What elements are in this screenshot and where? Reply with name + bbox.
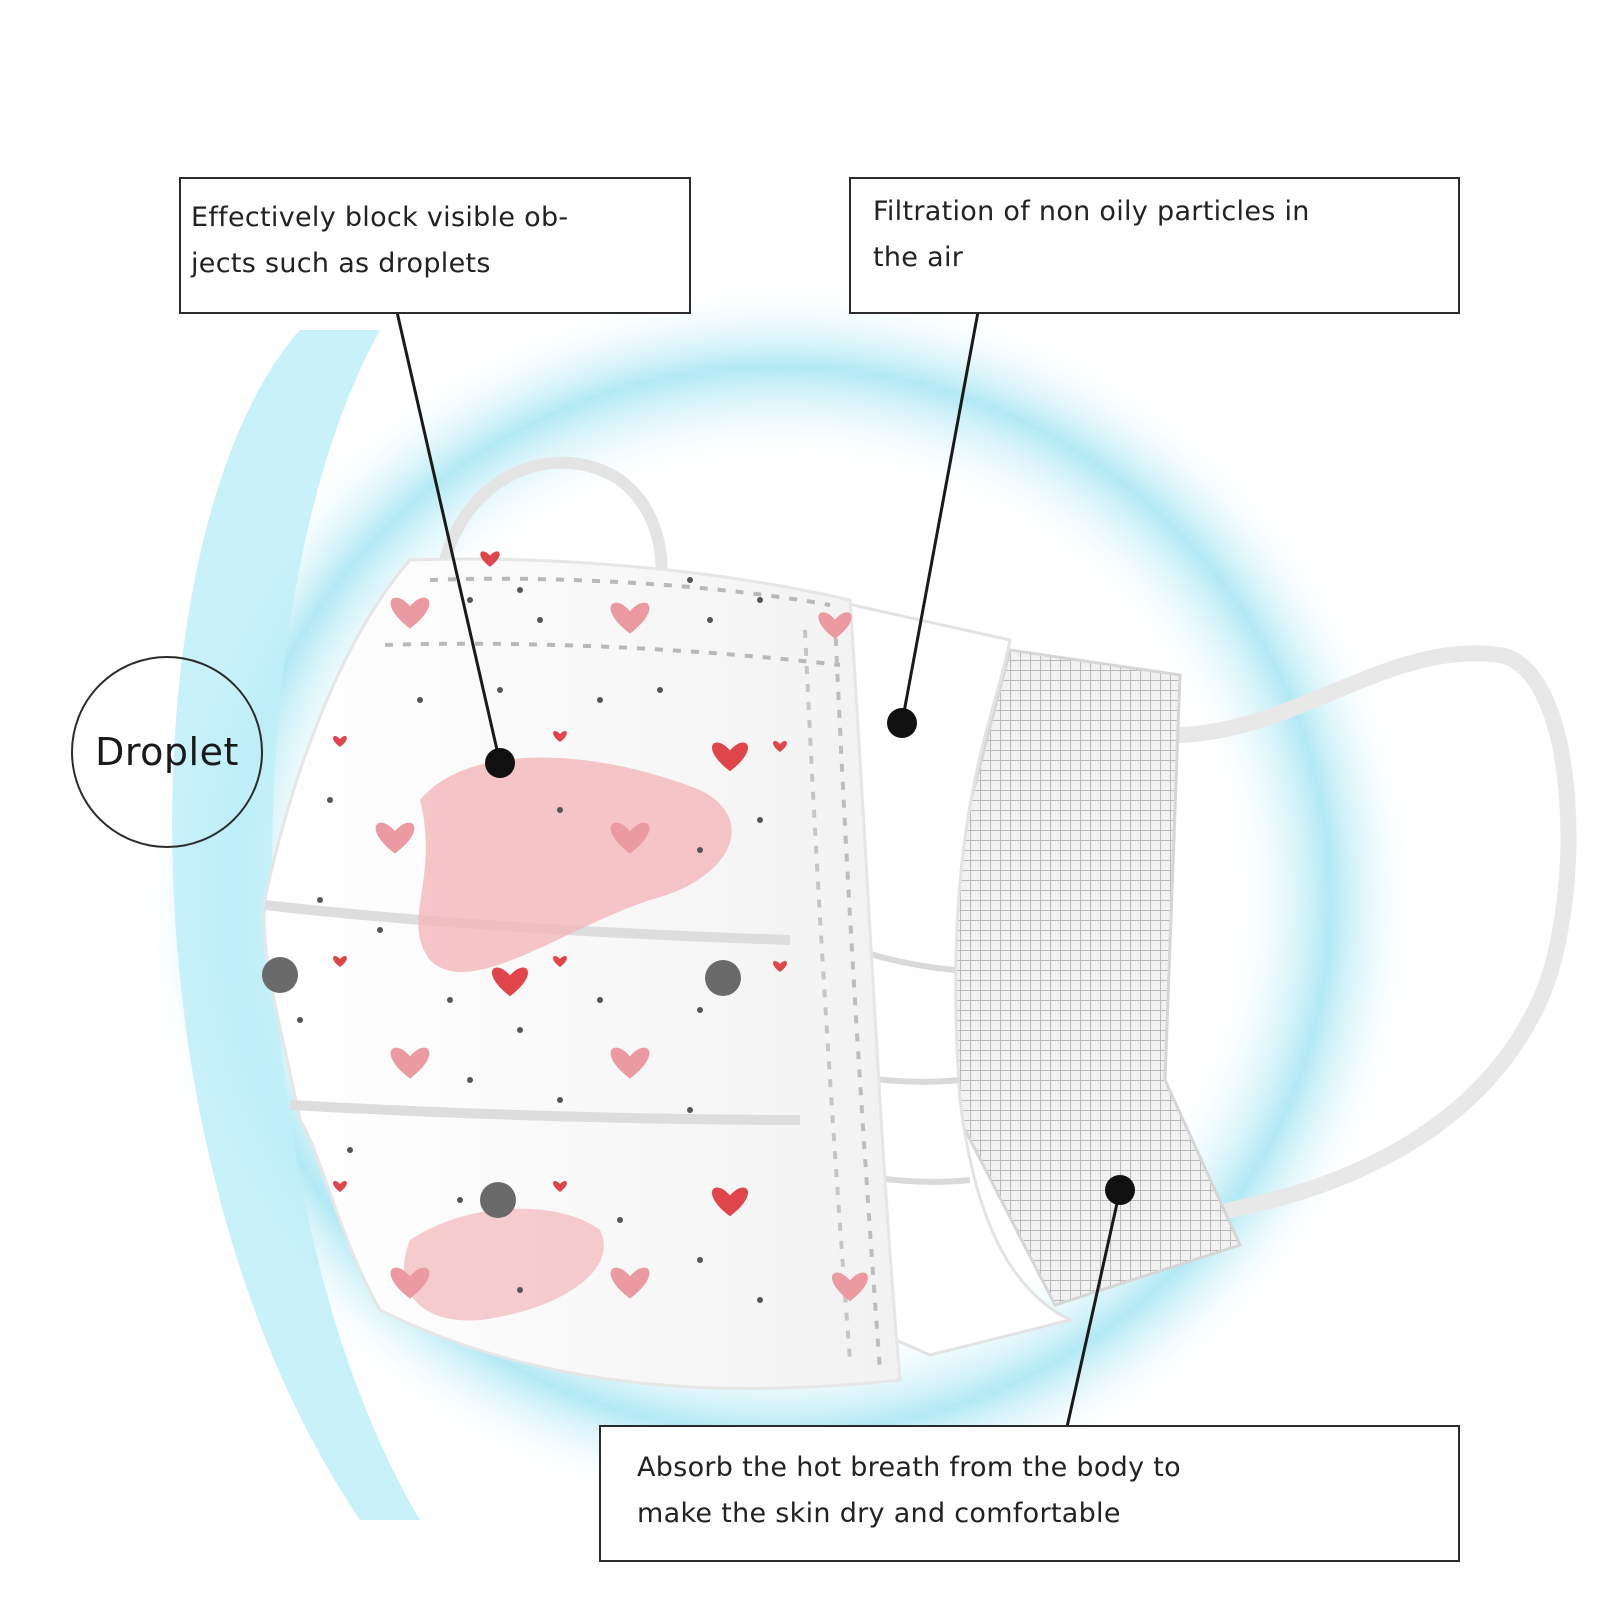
front-printed-layer (262, 557, 902, 1391)
top-ear-loop (439, 456, 668, 596)
callout-filtration: Filtration of non oily particles in the … (849, 177, 1460, 314)
pleat-fold-2 (289, 1100, 801, 1125)
callout-droplet-block: Effectively block visible ob- jects such… (179, 177, 691, 314)
stitch-row-top2 (384, 641, 841, 667)
droplet-dot (262, 957, 298, 993)
callout-droplet-block-line2: jects such as droplets (191, 248, 491, 279)
droplet-circle-label: Droplet (71, 656, 263, 848)
callout-absorb: Absorb the hot breath from the body to m… (599, 1425, 1460, 1562)
stitch-column-right (833, 619, 882, 1371)
stitch-column-right2 (803, 629, 852, 1361)
callout-absorb-line1: Absorb the hot breath from the body to (637, 1452, 1181, 1483)
callout-absorb-line2: make the skin dry and comfortable (637, 1498, 1121, 1529)
stitch-row-top (429, 576, 831, 607)
marker-dot-icon (1105, 1175, 1135, 1205)
droplet-dot (705, 960, 741, 996)
leader-line-droplet-block (395, 311, 502, 764)
leader-line-absorb (1065, 1189, 1122, 1428)
right-ear-loop (1172, 645, 1577, 1218)
pink-brush-stroke-2 (403, 1208, 604, 1321)
marker-dot-icon (887, 708, 917, 738)
speckle-pattern (297, 577, 763, 1303)
callout-droplet-block-line1: Effectively block visible ob- (191, 202, 569, 233)
callout-filtration-line1: Filtration of non oily particles in (873, 196, 1310, 227)
callout-filtration-line2: the air (873, 242, 964, 273)
droplet-dot (480, 1182, 516, 1218)
pink-brush-stroke-1 (418, 757, 732, 973)
marker-dot-icon (485, 748, 515, 778)
droplet-label-text: Droplet (95, 730, 239, 774)
leader-line-filtration (900, 311, 980, 724)
droplet-shield-arc (172, 330, 420, 1520)
